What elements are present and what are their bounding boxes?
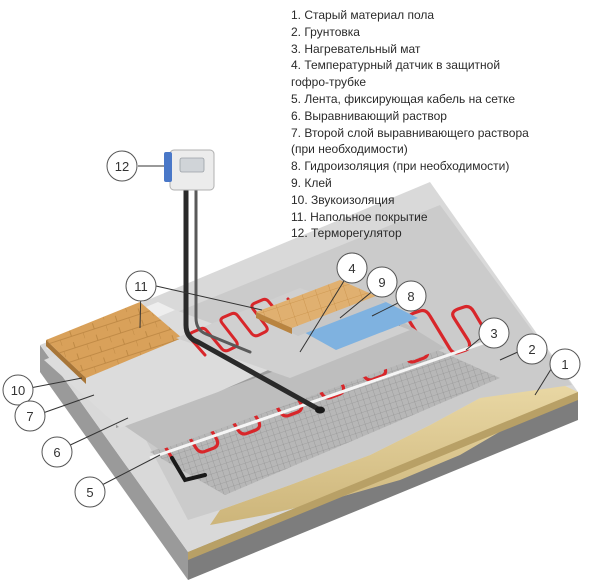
callout-11-label: 11	[134, 279, 148, 294]
callout-4: 4	[336, 252, 368, 284]
floor-covering-left	[46, 302, 182, 378]
callout-3-label: 3	[490, 326, 497, 341]
callout-1: 1	[549, 348, 581, 380]
callout-5: 5	[74, 476, 106, 508]
callout-9-label: 9	[378, 275, 385, 290]
callout-2: 2	[516, 333, 548, 365]
power-tube	[194, 188, 252, 354]
callout-9: 9	[366, 266, 398, 298]
concrete-base-front-face	[40, 345, 188, 580]
legend-item: 2. Грунтовка	[291, 24, 360, 39]
callout-6: 6	[41, 436, 73, 468]
callout-1-label: 1	[561, 357, 568, 372]
floor-covering-right	[256, 280, 376, 328]
legend-item: 5. Лента, фиксирующая кабель на сетке	[291, 91, 516, 106]
waterproofing-layer	[300, 300, 418, 350]
legend-item: гофро-трубке	[291, 75, 367, 90]
legend-item: (при необходимости)	[291, 142, 408, 157]
levelling-screed	[116, 320, 445, 450]
legend-list: 1. Старый материал пола 2. Грунтовка 3. …	[291, 7, 596, 242]
callout-6-label: 6	[53, 445, 60, 460]
thermostat-screen	[179, 157, 205, 173]
callout-12: 12	[106, 150, 138, 182]
fixing-tape	[149, 338, 493, 460]
thermostat-mount	[164, 152, 172, 182]
floor-covering-right-edge	[256, 312, 292, 334]
callout-12-label: 12	[115, 159, 129, 174]
callout-8: 8	[395, 280, 427, 312]
old-floor-material-edge	[188, 392, 578, 560]
heating-mat-mesh-grid	[150, 342, 500, 495]
legend-item: 6. Выравнивающий раствор	[291, 108, 447, 123]
callout-5-label: 5	[86, 485, 93, 500]
legend-item: 7. Второй слой выравнивающего раствора	[291, 125, 529, 140]
legend-item: 11. Напольное покрытие	[291, 209, 428, 224]
floor-covering-left-edge	[46, 340, 86, 384]
legend-item: 1. Старый материал пола	[291, 8, 435, 22]
callout-7-label: 7	[26, 409, 33, 424]
callout-2-label: 2	[528, 342, 535, 357]
old-floor-material	[210, 378, 578, 525]
sensor-corrugated-tube	[183, 187, 323, 413]
temperature-sensor-tip	[315, 406, 325, 414]
legend-item: 9. Клей	[291, 175, 332, 190]
heating-cable-lead	[170, 456, 207, 483]
legend-item: 3. Нагревательный мат	[291, 41, 421, 56]
callout-7: 7	[14, 400, 46, 432]
legend-item: 8. Гидроизоляция (при необходимости)	[291, 159, 510, 174]
callout-10: 10	[2, 374, 34, 406]
callout-3: 3	[478, 317, 510, 349]
legend-item: 10. Звукоизоляция	[291, 192, 395, 207]
callout-10-label: 10	[11, 383, 25, 398]
callout-8-label: 8	[407, 289, 414, 304]
legend-item: 12. Терморегулятор	[291, 226, 402, 241]
legend-item: 4. Температурный датчик в защитной	[291, 58, 501, 73]
callout-4-label: 4	[348, 261, 355, 276]
callout-11: 11	[125, 270, 157, 302]
